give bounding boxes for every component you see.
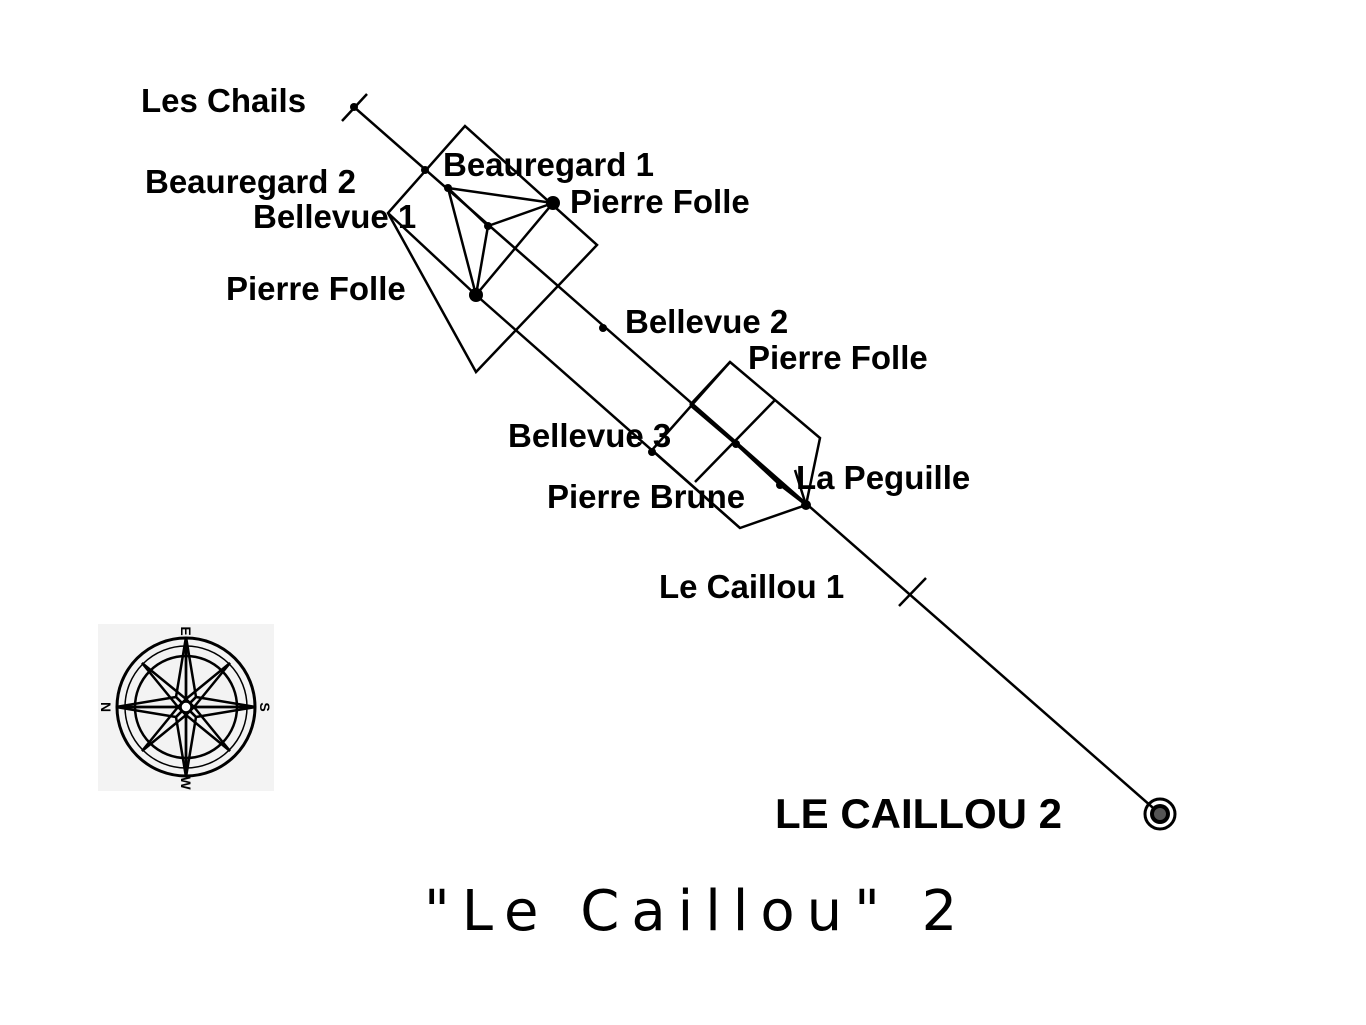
target-marker-icon xyxy=(1143,797,1177,831)
compass-letter-bottom: W xyxy=(178,776,194,790)
triangle-lines xyxy=(445,184,556,298)
lower-grid-5 xyxy=(779,484,807,506)
label-pierre-folle-left: Pierre Folle xyxy=(226,270,406,307)
compass-letter-left: N xyxy=(98,702,114,712)
compass-letter-right: S xyxy=(257,702,273,711)
point-pierre-folle-top xyxy=(546,196,560,210)
tick-le-caillou-1 xyxy=(898,577,927,607)
lower-grid-6 xyxy=(793,469,808,506)
point-bellevue-2 xyxy=(599,324,607,332)
label-le-caillou-1: Le Caillou 1 xyxy=(659,568,844,605)
label-pierre-folle-top: Pierre Folle xyxy=(570,183,750,220)
label-beauregard-2: Beauregard 2 xyxy=(145,163,356,200)
lower-grid-4 xyxy=(735,443,781,486)
point-pierre-folle-mid xyxy=(732,440,740,448)
label-beauregard-1: Beauregard 1 xyxy=(443,146,654,183)
point-beauregard-1 xyxy=(444,184,452,192)
point-pierre-folle-left xyxy=(469,288,483,302)
compass-letter-top: E xyxy=(178,626,194,635)
lower-grid-3 xyxy=(689,361,731,406)
point-beauregard-2 xyxy=(421,166,429,174)
point-pierre-brune xyxy=(776,481,784,489)
label-bellevue-1: Bellevue 1 xyxy=(253,198,416,235)
triangle-inner xyxy=(474,225,490,296)
lower-rectangle xyxy=(650,360,822,530)
label-le-caillou-2: LE CAILLOU 2 xyxy=(775,790,1062,837)
label-pierre-folle-mid: Pierre Folle xyxy=(748,339,928,376)
upper-rect-bottom-edge xyxy=(387,212,477,296)
diagram-caption: "Le Caillou" 2 xyxy=(424,879,969,944)
label-pierre-brune: Pierre Brune xyxy=(547,478,745,515)
label-les-chails: Les Chails xyxy=(141,82,306,119)
point-les-chails xyxy=(350,103,358,111)
point-bellevue-1 xyxy=(484,222,492,230)
point-bellevue-3 xyxy=(648,448,656,456)
compass-rose-icon: E S W N xyxy=(98,624,274,791)
label-la-peguille: La Peguille xyxy=(796,459,970,496)
point-la-peguille xyxy=(801,500,811,510)
label-bellevue-2: Bellevue 2 xyxy=(625,303,788,340)
label-bellevue-3: Bellevue 3 xyxy=(508,417,671,454)
